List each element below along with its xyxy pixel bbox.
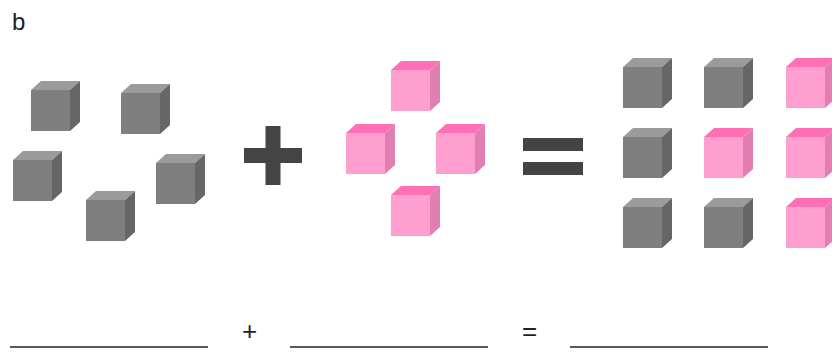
cube-side: [385, 124, 395, 174]
cube: [786, 58, 832, 108]
cube: [31, 81, 80, 131]
cube-side: [430, 186, 440, 236]
equals-sign: [523, 162, 583, 175]
cube-side: [743, 128, 753, 178]
cube-front: [704, 137, 743, 178]
cube-front: [623, 67, 662, 108]
cube-side: [125, 191, 135, 241]
cube-side: [825, 58, 832, 108]
panel-letter: b: [12, 10, 25, 34]
cube: [436, 124, 485, 174]
cube-front: [13, 160, 52, 201]
cube: [623, 128, 672, 178]
cube-side: [825, 198, 832, 248]
cube-side: [662, 58, 672, 108]
cube: [786, 128, 832, 178]
cube: [623, 198, 672, 248]
cube-front: [786, 67, 825, 108]
cube: [704, 58, 753, 108]
cube: [704, 128, 753, 178]
cube-front: [623, 137, 662, 178]
cube-top: [786, 198, 832, 207]
cube-top: [786, 58, 832, 67]
cube-front: [31, 90, 70, 131]
plus-sign: [266, 126, 281, 185]
cube-side: [52, 151, 62, 201]
cube-front: [391, 70, 430, 111]
cube-side: [160, 84, 170, 134]
cube: [623, 58, 672, 108]
cube-front: [121, 93, 160, 134]
cube-front: [346, 133, 385, 174]
cube-front: [704, 67, 743, 108]
cube: [704, 198, 753, 248]
cube: [86, 191, 135, 241]
cube-side: [662, 128, 672, 178]
cube: [156, 154, 205, 204]
answer-line: [10, 346, 208, 348]
cube: [391, 61, 440, 111]
cube: [346, 124, 395, 174]
cube-front: [156, 163, 195, 204]
cube-side: [195, 154, 205, 204]
cube-side: [743, 198, 753, 248]
cube-front: [786, 137, 825, 178]
cube: [391, 186, 440, 236]
answer-line: [290, 346, 488, 348]
cube-side: [70, 81, 80, 131]
cube-side: [662, 198, 672, 248]
cube-side: [825, 128, 832, 178]
cube-front: [704, 207, 743, 248]
equals-text: =: [522, 318, 537, 344]
cube-side: [475, 124, 485, 174]
cube: [121, 84, 170, 134]
cube: [786, 198, 832, 248]
cube: [13, 151, 62, 201]
cube-side: [743, 58, 753, 108]
cube-front: [436, 133, 475, 174]
cube-front: [786, 207, 825, 248]
plus-text: +: [242, 318, 257, 344]
answer-line: [570, 346, 768, 348]
cube-top: [786, 128, 832, 137]
cube-front: [391, 195, 430, 236]
cube-group: [13, 58, 832, 248]
equals-sign: [523, 138, 583, 151]
cube-front: [623, 207, 662, 248]
cube-side: [430, 61, 440, 111]
cube-front: [86, 200, 125, 241]
